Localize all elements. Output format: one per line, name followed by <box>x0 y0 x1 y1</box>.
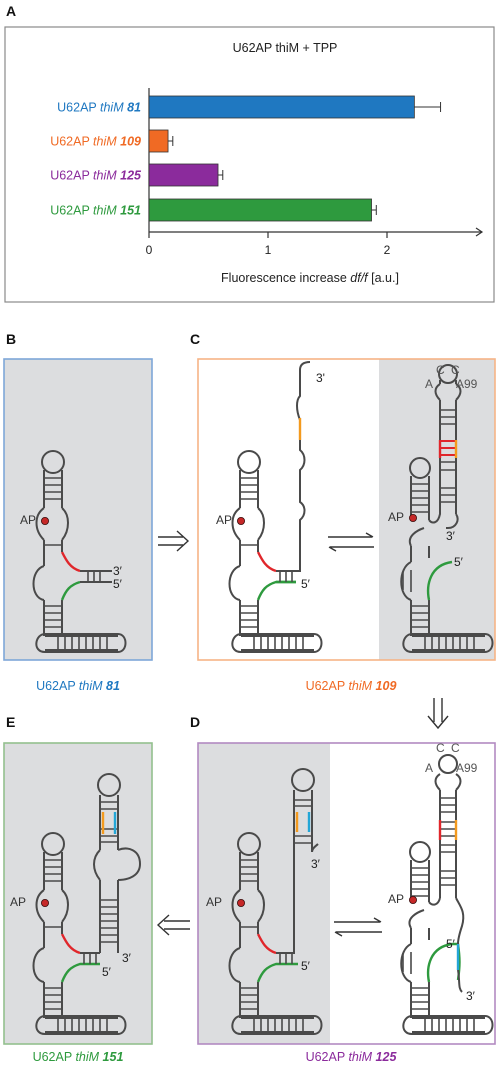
loop-a: A <box>425 377 433 391</box>
three-prime-d-right: 3′ <box>466 989 476 1003</box>
ap-label-c: AP <box>216 513 232 527</box>
category-label: U62AP thiM 151 <box>50 204 141 218</box>
rna-structure-c-left <box>228 361 323 653</box>
five-prime-d-right: 5′ <box>446 937 456 951</box>
panel-d-shade <box>198 743 330 1044</box>
five-prime-d-left: 5′ <box>301 959 311 973</box>
panel-b-frame <box>3 358 153 661</box>
equilibrium-arrows-c <box>328 532 374 552</box>
caption-d: U62AP thiM 125 <box>306 1050 398 1064</box>
ap-label-c-right: AP <box>388 510 404 524</box>
ap-label-d-left: AP <box>206 895 222 909</box>
loop-a99-d: A99 <box>456 761 478 775</box>
panel-letter-b: B <box>6 331 16 347</box>
five-prime-b: 5′ <box>113 577 123 591</box>
bar <box>148 198 372 222</box>
bar <box>148 95 415 119</box>
panel-letter-e: E <box>6 714 15 730</box>
caption-b: U62AP thiM 81 <box>36 679 120 693</box>
ap-label-e: AP <box>10 895 26 909</box>
x-tick-label: 1 <box>265 243 272 257</box>
loop-a-d: A <box>425 761 433 775</box>
panel-letter-d: D <box>190 714 200 730</box>
three-prime-b: 3′ <box>113 564 123 578</box>
caption-e: U62AP thiM 151 <box>33 1050 124 1064</box>
panel-letter-a: A <box>6 3 16 19</box>
x-tick-label: 0 <box>146 243 153 257</box>
rna-structure-d-right <box>400 754 494 1035</box>
loop-c1-d: C <box>436 741 445 755</box>
loop-c2: C <box>451 363 460 377</box>
fluorophore-dot <box>41 517 50 526</box>
fluorophore-dot <box>236 517 245 526</box>
fluorophore-dot <box>408 514 417 523</box>
rna-structure-d-left <box>228 768 323 1035</box>
three-prime-d-left: 3′ <box>311 857 321 871</box>
loop-a99: A99 <box>456 377 478 391</box>
rna-structure-b <box>32 450 127 653</box>
ap-label-d-right: AP <box>388 892 404 906</box>
chart-title: U62AP thiM + TPP <box>233 41 338 55</box>
x-axis-arrowhead <box>475 227 484 237</box>
category-label: U62AP thiM 81 <box>57 101 141 115</box>
panel-a-frame <box>4 26 495 303</box>
five-prime-c-right: 5′ <box>454 555 464 569</box>
double-arrow-b-to-c <box>158 530 190 552</box>
three-prime-c-top: 3' <box>316 371 325 385</box>
caption-c: U62AP thiM 109 <box>306 679 397 693</box>
fluorophore-dot <box>41 899 50 908</box>
rna-structure-e <box>32 773 142 1035</box>
fluorophore-dot <box>408 896 417 905</box>
panel-letter-c: C <box>190 331 200 347</box>
double-arrow-d-to-e <box>156 914 190 936</box>
equilibrium-arrows-d <box>334 917 382 937</box>
five-prime-e: 5′ <box>102 965 112 979</box>
double-arrow-c-to-d <box>427 698 449 730</box>
x-axis-label: Fluorescence increase df/f [a.u.] <box>221 271 399 285</box>
panel-c-shade <box>379 359 495 660</box>
loop-c1: C <box>436 363 445 377</box>
panel-c-frame <box>197 358 496 661</box>
ap-label-b: AP <box>20 513 36 527</box>
category-label: U62AP thiM 109 <box>50 135 141 149</box>
three-prime-e: 3′ <box>122 951 132 965</box>
panel-e-frame <box>3 742 153 1045</box>
loop-c2-d: C <box>451 741 460 755</box>
fluorophore-dot <box>236 899 245 908</box>
three-prime-c-right: 3′ <box>446 529 456 543</box>
panel-d-frame <box>197 742 496 1045</box>
bar <box>148 129 169 153</box>
bar <box>148 163 219 187</box>
five-prime-c: 5′ <box>301 577 311 591</box>
x-tick-label: 2 <box>384 243 391 257</box>
category-label: U62AP thiM 125 <box>50 169 142 183</box>
rna-structure-c-right <box>400 364 494 653</box>
